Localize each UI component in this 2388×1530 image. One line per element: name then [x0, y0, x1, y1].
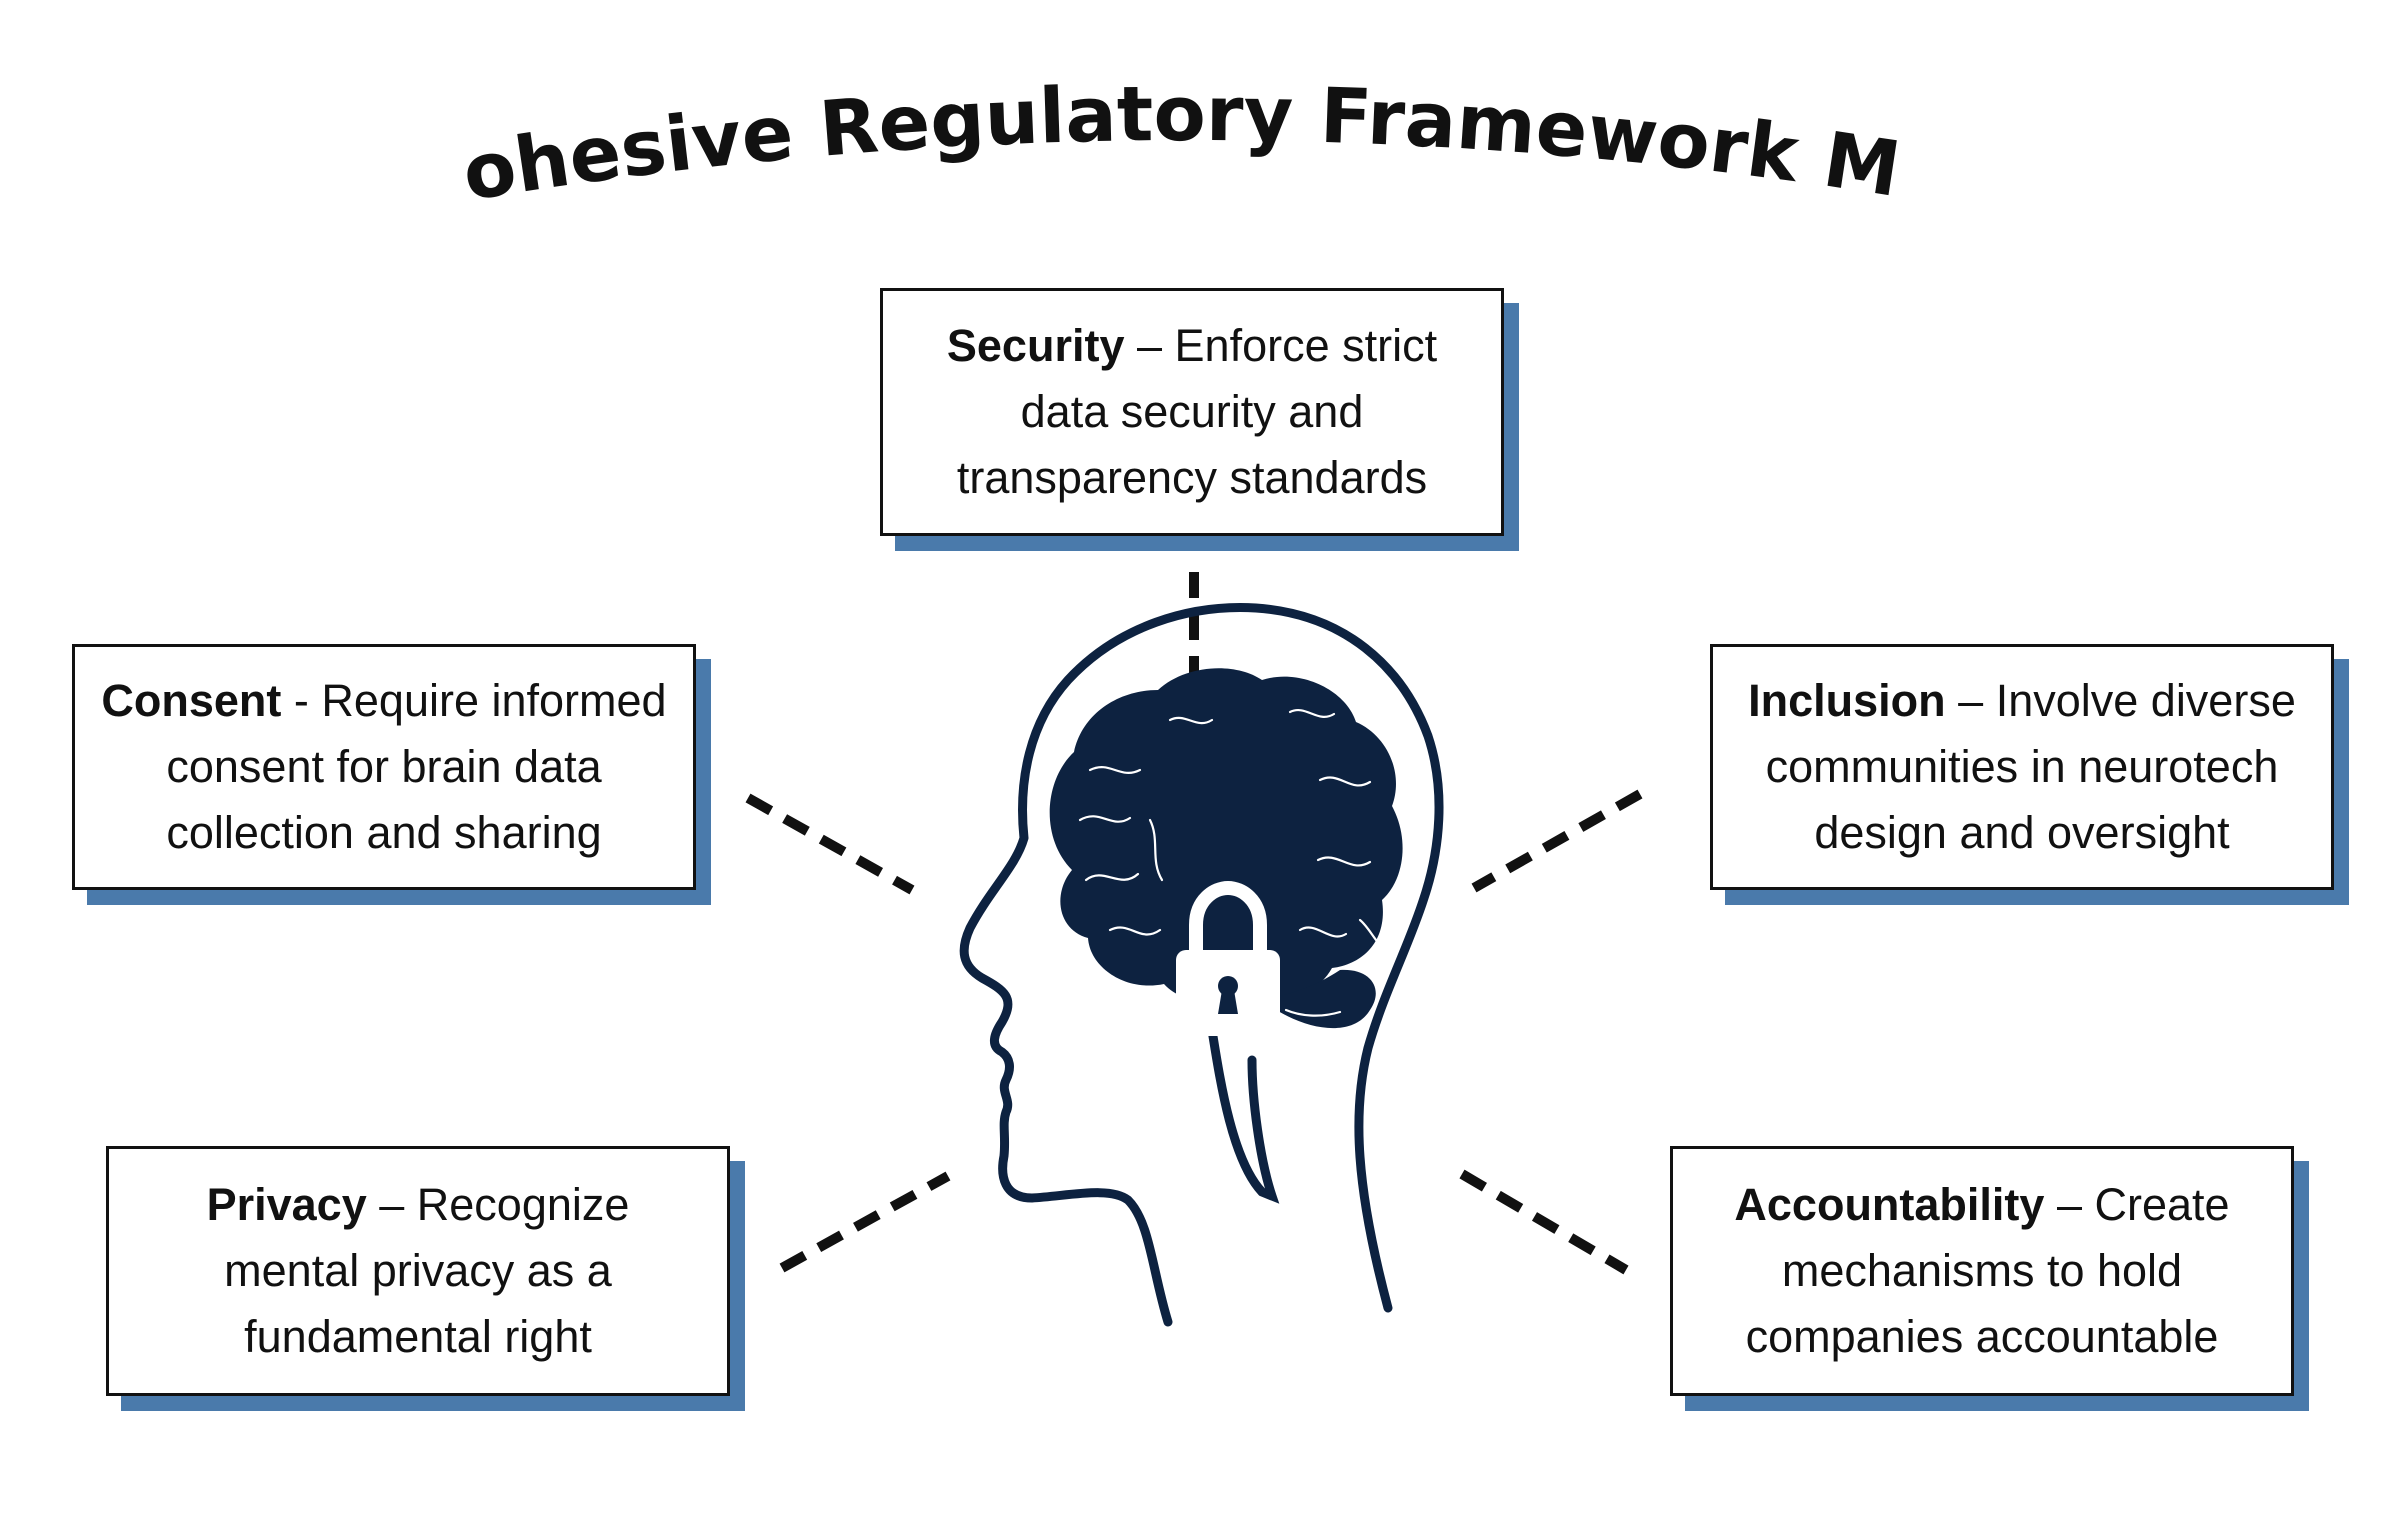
- privacy-content: Privacy – Recognize mental privacy as a …: [129, 1172, 707, 1370]
- brain-folds: [1078, 709, 1394, 1017]
- cerebellum: [1262, 969, 1376, 1029]
- consent-content: Consent - Require informed consent for b…: [95, 668, 673, 866]
- inclusion-term: Inclusion: [1748, 675, 1946, 726]
- consent-text: Require informed consent for brain data …: [166, 675, 667, 858]
- accountability-sep: –: [2044, 1179, 2095, 1230]
- brain-stem: [1207, 1025, 1280, 1204]
- privacy-text: Recognize mental privacy as a fundamenta…: [224, 1179, 630, 1362]
- head-outline: [959, 603, 1444, 1327]
- security-content: Security – Enforce strict data security …: [903, 313, 1481, 511]
- security-term: Security: [946, 320, 1125, 371]
- privacy-sep: –: [366, 1179, 417, 1230]
- security-sep: –: [1124, 320, 1175, 371]
- accountability-content: Accountability – Create mechanisms to ho…: [1693, 1172, 2271, 1370]
- accountability-box: Accountability – Create mechanisms to ho…: [1670, 1146, 2294, 1396]
- title-svg: A Cohesive Regulatory Framework Must:: [0, 60, 1906, 218]
- inclusion-text: Involve diverse communities in neurotech…: [1765, 675, 2296, 858]
- inclusion-box: Inclusion – Involve diverse communities …: [1710, 644, 2334, 890]
- connector-consent: [745, 793, 915, 895]
- security-text: Enforce strict data security and transpa…: [956, 320, 1438, 503]
- connector-accountability: [1459, 1169, 1629, 1275]
- lock-icon: [1176, 880, 1280, 1036]
- privacy-term: Privacy: [206, 1179, 367, 1230]
- inclusion-content: Inclusion – Involve diverse communities …: [1733, 668, 2311, 866]
- inclusion-sep: –: [1945, 675, 1996, 726]
- brain-shape: [1049, 668, 1403, 1003]
- connector-inclusion: [1471, 789, 1643, 893]
- consent-sep: -: [281, 675, 322, 726]
- consent-term: Consent: [101, 675, 282, 726]
- consent-box: Consent - Require informed consent for b…: [72, 644, 696, 890]
- title-container: A Cohesive Regulatory Framework Must:: [0, 60, 2388, 230]
- accountability-term: Accountability: [1734, 1179, 2045, 1230]
- security-box: Security – Enforce strict data security …: [880, 288, 1504, 536]
- privacy-box: Privacy – Recognize mental privacy as a …: [106, 1146, 730, 1396]
- connector-privacy: [779, 1171, 951, 1273]
- accountability-text: Create mechanisms to hold companies acco…: [1745, 1179, 2230, 1362]
